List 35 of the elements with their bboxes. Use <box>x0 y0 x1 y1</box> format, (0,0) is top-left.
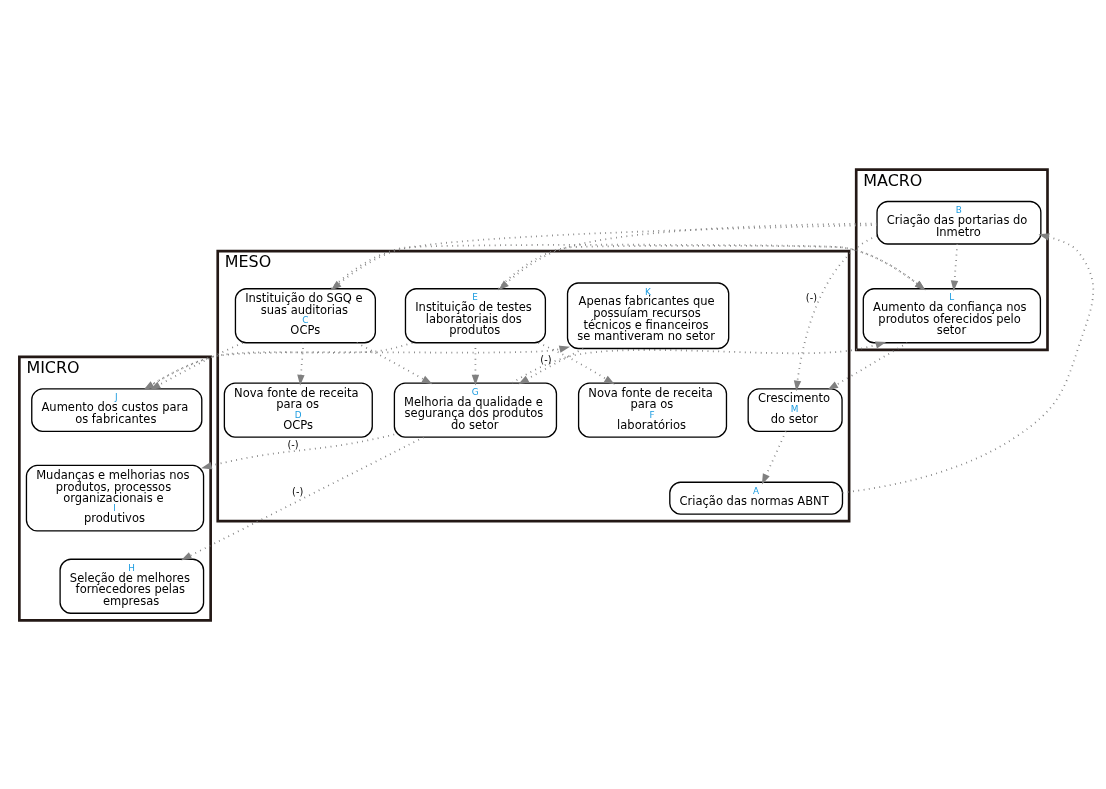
arrow <box>201 433 396 469</box>
arrow <box>761 430 787 485</box>
node-box: B Criação das portarias do Inmetro <box>876 200 1042 245</box>
arrow <box>518 347 585 384</box>
arrow <box>181 435 425 560</box>
arrow <box>497 244 926 290</box>
node-box: Crescimento M do setor <box>747 387 843 432</box>
node-box: Nova fonte de receita para os F laboratórios <box>577 381 728 438</box>
arrow <box>827 341 909 390</box>
arrow <box>537 341 615 384</box>
node-box: K Apenas fabricantes que possuíam recursos técnicos e financeiros se mantiveram no setor <box>566 281 730 349</box>
arrow <box>793 234 878 391</box>
arrow <box>330 223 878 290</box>
node-box: G Melhoria da qualidade e segurança dos produtos do setor <box>393 381 558 438</box>
node-box: H Seleção de melhores fornecedores pelas empresas <box>59 558 205 614</box>
arrow <box>297 341 305 385</box>
arrow <box>330 243 926 290</box>
node-box: L Aumento da confiança nos produtos oferecidos pelo setor <box>862 287 1042 343</box>
arrow <box>950 242 959 291</box>
edge-label: (-) <box>287 438 299 450</box>
arrow <box>498 222 878 290</box>
node-box: Nova fonte de receita para os D OCPs <box>223 381 373 438</box>
arrow <box>144 345 571 390</box>
node-box: Instituição do SGQ e suas auditorias C OCPs <box>234 287 377 343</box>
arrow <box>149 341 244 390</box>
node-box: E Instituição de testes laboratoriais dos produtos <box>404 287 547 343</box>
arrow <box>355 341 433 384</box>
node-box: Mudanças e melhorias nos produtos, processos organizacionais e I produtivos <box>25 464 205 532</box>
edge-label: (-) <box>805 291 817 303</box>
edge-label: (-) <box>540 353 552 365</box>
arrow <box>511 340 887 384</box>
node-box: A Criação das normas ABNT <box>669 481 844 515</box>
edge-label: (-) <box>292 485 304 497</box>
node-box: J Aumento dos custos para os fabricantes <box>31 387 203 432</box>
arrow <box>143 341 414 390</box>
